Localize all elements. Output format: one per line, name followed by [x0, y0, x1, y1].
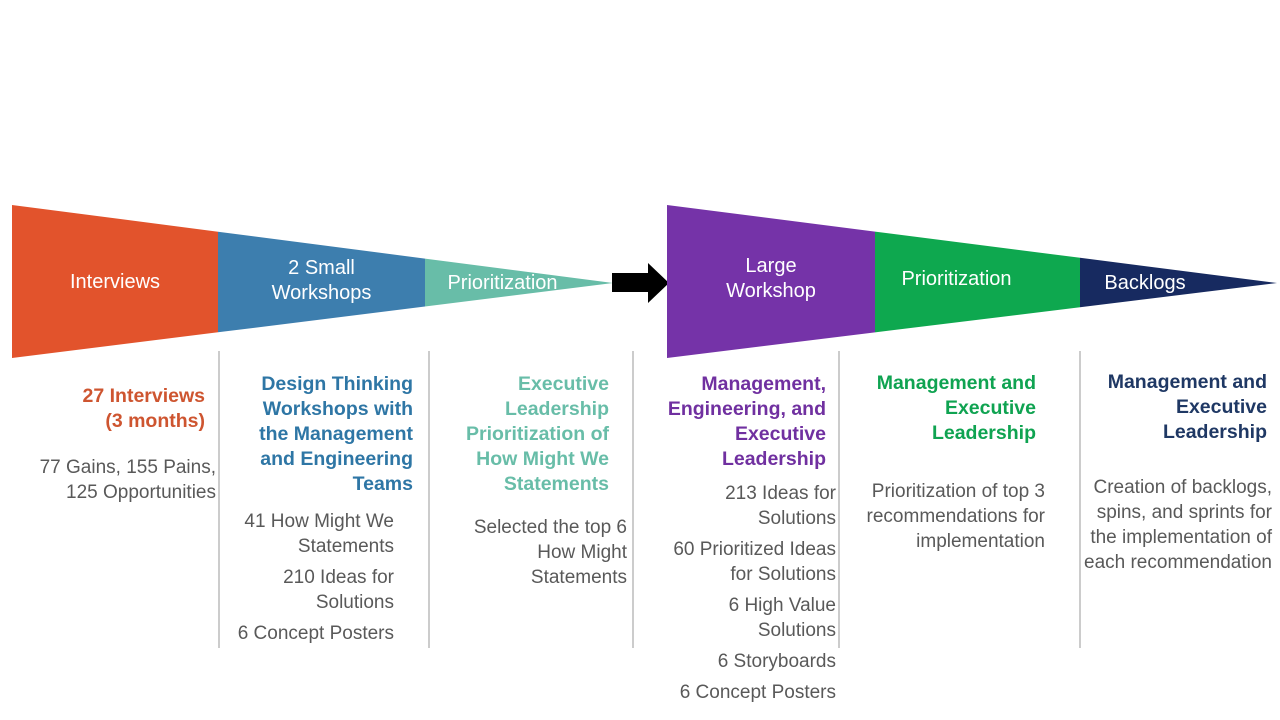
- column-executive-prioritization: Executive Leadership Prioritization of H…: [433, 372, 627, 596]
- column-heading: Design Thinking Workshops with the Manag…: [259, 373, 413, 495]
- column-body: 41 How Might We Statements 210 Ideas for…: [228, 509, 394, 646]
- column-body-item: 41 How Might We Statements: [244, 511, 394, 557]
- column-body: Selected the top 6 How Might Statements: [433, 515, 627, 590]
- column-interviews: 27 Interviews (3 months) 77 Gains, 155 P…: [10, 384, 216, 511]
- column-body-item: 6 Storyboards: [717, 651, 836, 672]
- segment-label-backlogs: Backlogs: [1104, 272, 1186, 294]
- funnel-right-segment-prioritization: [875, 231, 1080, 333]
- arrow-right-icon: [612, 263, 669, 303]
- column-body: Prioritization of top 3 recommendations …: [845, 479, 1045, 554]
- funnel-right-segment-backlogs: [1080, 257, 1277, 308]
- column-divider: [428, 351, 430, 648]
- column-divider: [632, 351, 634, 648]
- column-heading: Management, Engineering, and Executive L…: [667, 373, 826, 470]
- funnel-left-segment-prioritization: [425, 258, 613, 307]
- column-heading: Management and Executive Leadership: [876, 372, 1036, 444]
- column-body-item: 77 Gains, 155 Pains, 125 Opportunities: [39, 457, 216, 503]
- column-body-item: 60 Prioritized Ideas for Solutions: [673, 539, 836, 585]
- column-divider: [218, 351, 220, 648]
- column-prioritization-right: Management and Executive Leadership Prio…: [845, 371, 1045, 560]
- column-body-item: 6 Concept Posters: [679, 682, 836, 703]
- funnel-left-segment-workshops: [218, 231, 425, 333]
- segment-label-small-workshops: 2 Small Workshops: [271, 257, 372, 304]
- column-body-item: 6 High Value Solutions: [728, 595, 836, 641]
- segment-label-prioritization-right: Prioritization: [901, 268, 1012, 290]
- column-divider: [838, 351, 840, 648]
- column-body: Creation of backlogs, spins, and sprints…: [1072, 475, 1272, 575]
- column-body-item: Selected the top 6 How Might Statements: [473, 517, 627, 588]
- column-heading: Executive Leadership Prioritization of H…: [466, 373, 609, 495]
- column-body-item: Creation of backlogs, spins, and sprints…: [1084, 477, 1272, 573]
- column-body-item: Prioritization of top 3 recommendations …: [866, 481, 1045, 552]
- segment-label-prioritization-left: Prioritization: [447, 272, 558, 294]
- column-divider: [1079, 351, 1081, 648]
- column-design-thinking-workshops: Design Thinking Workshops with the Manag…: [228, 372, 413, 652]
- column-heading: Management and Executive Leadership: [1107, 371, 1267, 443]
- column-body-item: 6 Concept Posters: [237, 623, 394, 644]
- funnel-right-segment-large-workshop: [667, 205, 875, 358]
- column-body: 77 Gains, 155 Pains, 125 Opportunities: [10, 455, 216, 505]
- column-body-item: 210 Ideas for Solutions: [283, 567, 394, 613]
- column-heading: 27 Interviews (3 months): [82, 385, 205, 432]
- column-backlogs: Management and Executive Leadership Crea…: [1072, 370, 1272, 581]
- column-body: 213 Ideas for Solutions 60 Prioritized I…: [642, 481, 836, 705]
- segment-label-large-workshop: Large Workshop: [726, 255, 816, 302]
- funnel-left-segment-interviews: [12, 205, 218, 358]
- segment-label-interviews: Interviews: [69, 271, 161, 293]
- column-body-item: 213 Ideas for Solutions: [725, 483, 836, 529]
- column-large-workshop: Management, Engineering, and Executive L…: [642, 372, 836, 711]
